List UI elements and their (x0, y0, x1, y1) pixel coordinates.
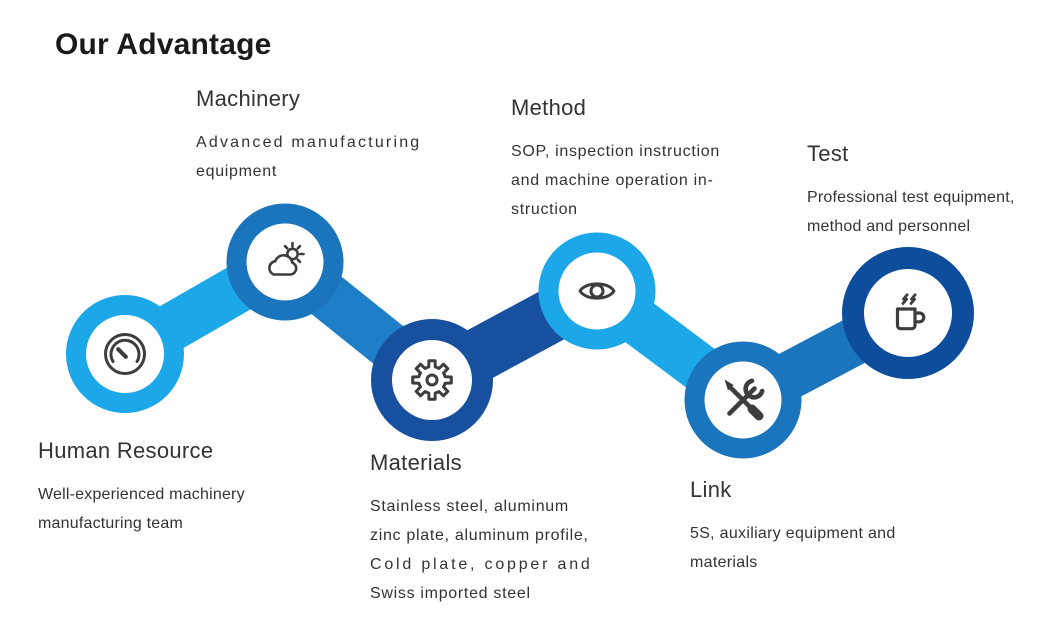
method-title: Method (511, 95, 587, 120)
machinery-desc-line: Advanced manufacturing (196, 134, 422, 152)
gear-icon (411, 359, 453, 401)
materials-desc-line: zinc plate, aluminum profile, (370, 527, 589, 545)
test-desc-line: method and personnel (807, 218, 971, 236)
method-desc-line: and machine operation in- (511, 172, 714, 190)
machinery-desc-line: equipment (196, 163, 278, 181)
materials-desc-line: Cold plate, copper and (370, 556, 593, 574)
test-desc-line: Professional test equipment, (807, 189, 1015, 207)
method-desc-line: struction (511, 201, 578, 219)
label-link: Link 5S, auxiliary equipment and materia… (690, 477, 896, 577)
materials-title: Materials (370, 450, 462, 475)
machinery-title: Machinery (196, 86, 301, 111)
link-desc-line: 5S, auxiliary equipment and (690, 525, 896, 543)
label-machinery: Machinery Advanced manufacturing equipme… (196, 86, 421, 186)
link-title: Link (690, 477, 732, 502)
method-desc-line: SOP, inspection instruction (511, 143, 720, 161)
materials-desc-line: Swiss imported steel (370, 585, 531, 603)
label-materials: Materials Stainless steel, aluminum zinc… (370, 450, 593, 608)
label-method: Method SOP, inspection instruction and m… (511, 95, 720, 224)
cloud-sun-icon (268, 241, 305, 276)
test-title: Test (807, 141, 849, 166)
coffee-cup-icon (895, 293, 926, 331)
link-desc-line: materials (690, 554, 758, 572)
gauge-icon (104, 333, 146, 375)
human-resource-desc-line: Well-experienced machinery (38, 486, 245, 504)
eye-icon (578, 282, 616, 300)
tools-icon (724, 378, 765, 421)
node-circle-method (538, 232, 656, 350)
human-resource-title: Human Resource (38, 438, 214, 463)
materials-desc-line: Stainless steel, aluminum (370, 498, 569, 516)
node-circle-materials (371, 319, 493, 441)
label-test: Test Professional test equipment, method… (807, 141, 1015, 241)
page-title: Our Advantage (55, 28, 272, 61)
human-resource-desc-line: manufacturing team (38, 515, 184, 533)
label-human-resource: Human Resource Well-experienced machiner… (38, 438, 245, 538)
